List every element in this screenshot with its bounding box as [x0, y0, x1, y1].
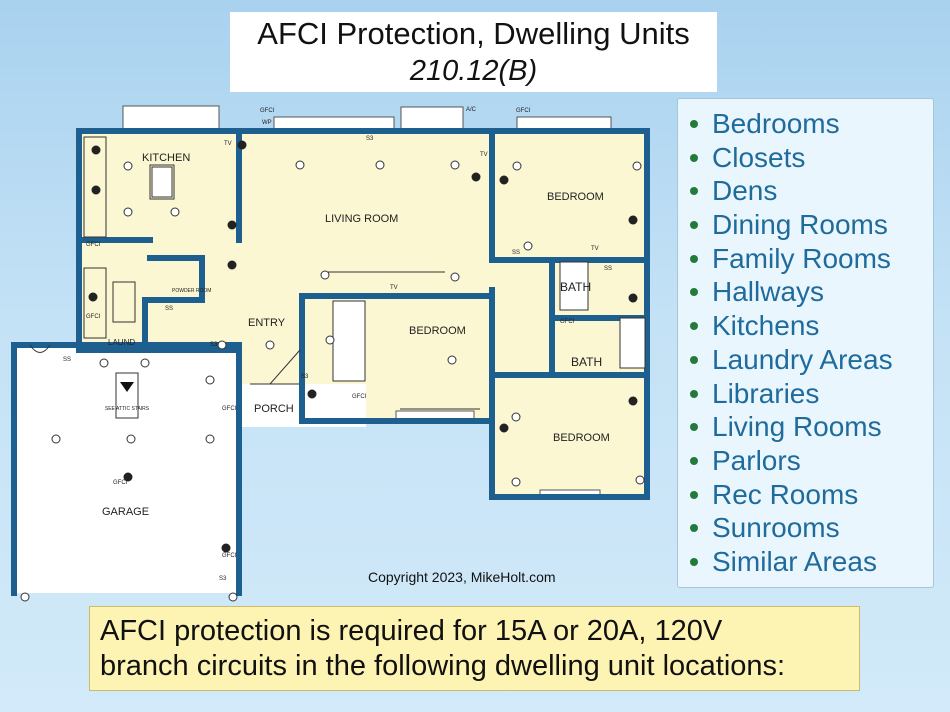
bullet-icon	[690, 120, 698, 128]
room-label-bath-lower: BATH	[571, 355, 602, 369]
list-item: Laundry Areas	[678, 343, 933, 377]
list-item: Dens	[678, 174, 933, 208]
ss-label: SS	[604, 266, 612, 272]
bullet-icon	[690, 389, 698, 398]
bullet-icon	[690, 254, 698, 263]
locations-list: Bedrooms Closets Dens Dining Rooms Famil…	[678, 107, 933, 579]
gfci-label: GFCI	[352, 394, 367, 400]
list-item: Sunrooms	[678, 511, 933, 545]
room-label-entry: ENTRY	[248, 317, 286, 329]
room-label-kitchen: KITCHEN	[142, 152, 190, 164]
list-item: Libraries	[678, 377, 933, 411]
requirement-note: AFCI protection is required for 15A or 2…	[89, 606, 860, 691]
s3-label: S3	[219, 576, 227, 582]
s3-label: S3	[210, 342, 218, 348]
bullet-icon	[690, 456, 698, 465]
walls	[11, 128, 650, 596]
room-label-living-room: LIVING ROOM	[325, 213, 398, 225]
attic-stairs: SEE ATTIC STAIRS	[105, 372, 150, 419]
room-label-laundry: LAUND	[108, 338, 135, 347]
attic-stairs-label: SEE ATTIC STAIRS	[105, 406, 150, 412]
list-item: Parlors	[678, 444, 933, 478]
list-item: Kitchens	[678, 309, 933, 343]
ac-label: A/C	[466, 107, 477, 113]
tv-label: TV	[591, 246, 599, 252]
gfci-label: GFCI	[516, 108, 531, 114]
ss-label: SS	[512, 250, 520, 256]
title-box: AFCI Protection, Dwelling Units 210.12(B…	[230, 12, 717, 92]
tv-label: TV	[390, 285, 398, 291]
bullet-icon	[690, 322, 698, 331]
bullet-icon	[690, 355, 698, 364]
list-item: Closets	[678, 141, 933, 175]
room-label-bedroom-bottom: BEDROOM	[553, 432, 610, 444]
tv-label: TV	[224, 141, 232, 147]
title-main: AFCI Protection, Dwelling Units	[257, 16, 690, 51]
wp-label: WP	[262, 120, 272, 126]
bullet-icon	[690, 524, 698, 533]
bullet-icon	[690, 557, 698, 566]
interior-details	[29, 136, 646, 410]
list-item: Living Rooms	[678, 410, 933, 444]
s3-label: S3	[366, 136, 374, 142]
room-labels: KITCHEN LIVING ROOM BEDROOM BEDROOM BEDR…	[102, 152, 610, 518]
list-item: Dining Rooms	[678, 208, 933, 242]
note-line-1: AFCI protection is required for 15A or 2…	[100, 615, 723, 647]
gfci-label: GFCI	[113, 480, 128, 486]
note-line-2: branch circuits in the following dwellin…	[100, 650, 786, 682]
gfci-label: GFCI	[86, 314, 101, 320]
ss-label: SS	[63, 357, 71, 363]
bullet-icon	[690, 187, 698, 196]
tv-label: TV	[480, 152, 488, 158]
s3-label: S3	[301, 374, 309, 380]
bullet-icon	[690, 153, 698, 162]
locations-list-panel: Bedrooms Closets Dens Dining Rooms Famil…	[677, 98, 934, 588]
title-code-reference: 210.12(B)	[409, 55, 538, 87]
bullet-icon	[690, 221, 698, 230]
gfci-label: GFCI	[260, 108, 275, 114]
gfci-label: GFCI	[560, 319, 575, 325]
receptacles	[88, 140, 638, 553]
ss-label: SS	[165, 306, 173, 312]
floor-fills	[14, 131, 647, 593]
list-item: Hallways	[678, 275, 933, 309]
light-fixtures	[20, 160, 645, 602]
room-label-porch: PORCH	[254, 403, 294, 415]
list-item: Similar Areas	[678, 545, 933, 579]
list-item: Bedrooms	[678, 107, 933, 141]
list-item: Family Rooms	[678, 242, 933, 276]
room-label-bedroom-center: BEDROOM	[409, 325, 466, 337]
device-labels: GFCI WP A/C GFCI GFCI GFCI GFCI GFCI GFC…	[63, 107, 612, 582]
room-label-powder-room: POWDER ROOM	[172, 288, 211, 294]
room-label-garage: GARAGE	[102, 506, 149, 518]
room-label-bedroom-top: BEDROOM	[547, 191, 604, 203]
bullet-icon	[690, 490, 698, 499]
room-label-bath-upper: BATH	[560, 280, 591, 294]
bullet-icon	[690, 423, 698, 432]
bullet-icon	[690, 288, 698, 297]
gfci-label: GFCI	[222, 553, 237, 559]
gfci-label: GFCI	[222, 406, 237, 412]
copyright-text: Copyright 2023, MikeHolt.com	[368, 569, 556, 585]
list-item: Rec Rooms	[678, 478, 933, 512]
gfci-label: GFCI	[86, 242, 101, 248]
